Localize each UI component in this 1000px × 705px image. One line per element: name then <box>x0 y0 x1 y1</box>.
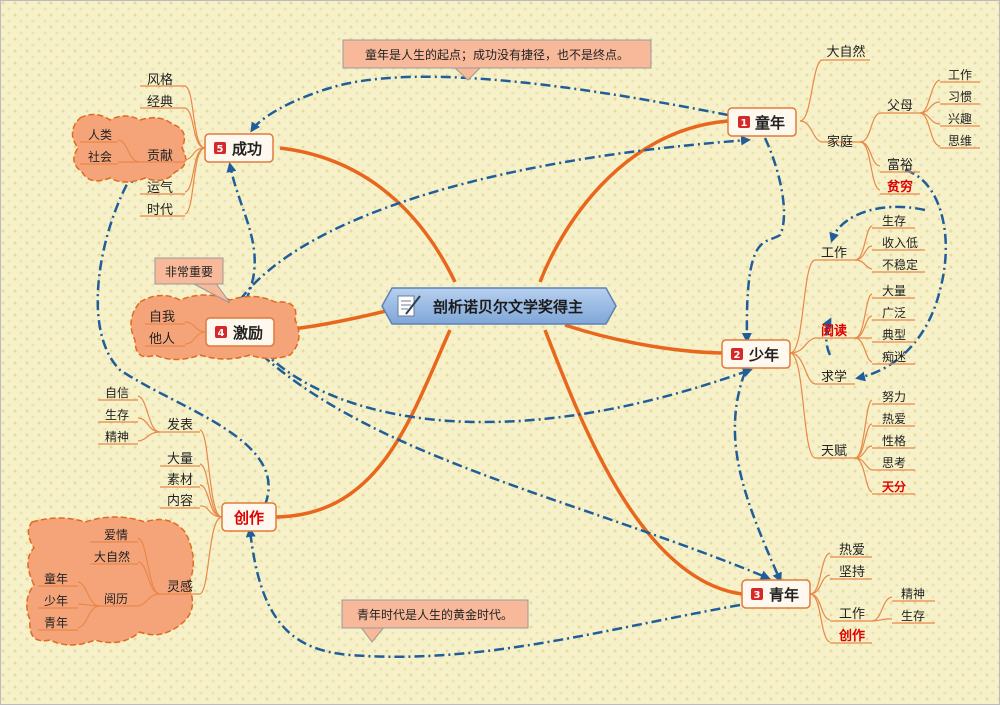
adolescence-item-persist: 坚持 <box>839 565 865 580</box>
publish-label: 发表 <box>167 417 193 433</box>
contribution-label: 贡献 <box>147 149 173 164</box>
adolescence-work-label: 工作 <box>839 607 865 622</box>
family-label: 家庭 <box>827 134 853 150</box>
youth-number: 2 <box>734 350 741 361</box>
reading-item-large: 大量 <box>882 284 906 298</box>
experience-item-youth: 少年 <box>44 594 68 608</box>
work-item-low-income: 收入低 <box>882 236 918 250</box>
talent-item-gift: 天分 <box>882 479 906 494</box>
adolescence-number: 3 <box>754 590 761 601</box>
reading-item-typical: 典型 <box>882 328 906 342</box>
parents-item-thinking: 思维 <box>948 134 972 148</box>
youth-work-label: 工作 <box>821 246 847 261</box>
adolescence-node[interactable]: 3 青年 <box>741 579 811 609</box>
reading-item-obsessed: 痴迷 <box>882 349 906 364</box>
experience-item-childhood: 童年 <box>44 571 68 586</box>
talent-item-love: 热爱 <box>882 412 906 426</box>
central-topic-label: 剖析诺贝尔文学奖得主 <box>433 298 583 316</box>
reading-item-broad: 广泛 <box>882 306 906 320</box>
childhood-label: 童年 <box>755 114 785 132</box>
success-item-era: 时代 <box>147 203 173 218</box>
youth-node[interactable]: 2 少年 <box>721 339 791 369</box>
publish-item-survival: 生存 <box>105 408 129 422</box>
childhood-number: 1 <box>741 118 748 129</box>
success-label: 成功 <box>232 140 262 158</box>
inspiration-item-nature: 大自然 <box>94 549 130 564</box>
creation-item-large: 大量 <box>167 452 193 467</box>
success-number: 5 <box>217 144 224 155</box>
adolescence-item-love: 热爱 <box>839 543 865 558</box>
motivation-branch-lines <box>145 321 207 347</box>
poor-label: 贫穷 <box>887 179 913 195</box>
edit-note-icon <box>397 295 421 317</box>
success-item-luck: 运气 <box>147 180 173 196</box>
youth-branch-lines <box>789 225 925 495</box>
adolescence-work-spirit: 精神 <box>901 587 925 601</box>
contribution-item-humanity: 人类 <box>88 128 112 142</box>
publish-item-confidence: 自信 <box>105 386 129 400</box>
youth-label: 少年 <box>748 346 779 364</box>
experience-item-adolescence: 青年 <box>44 616 68 630</box>
adolescence-creation-label: 创作 <box>838 628 865 644</box>
talent-label: 天赋 <box>821 444 847 459</box>
reading-label: 阅读 <box>821 323 847 339</box>
motivation-label: 激励 <box>233 324 263 342</box>
rich-label: 富裕 <box>887 157 913 173</box>
creation-node[interactable]: 创作 <box>221 502 277 532</box>
work-item-survival: 生存 <box>882 214 906 228</box>
creation-label: 创作 <box>233 509 264 527</box>
motivation-note: 非常重要 <box>154 257 231 304</box>
success-node[interactable]: 5 成功 <box>204 133 274 163</box>
childhood-node[interactable]: 1 童年 <box>727 107 797 137</box>
youth-callout-text: 青年时代是人生的黄金时代。 <box>357 607 513 622</box>
experience-cloud <box>26 516 194 646</box>
nature-label: 大自然 <box>826 44 865 60</box>
motivation-node[interactable]: 4 激励 <box>205 317 275 347</box>
parents-label: 父母 <box>887 99 913 114</box>
important-note-text: 非常重要 <box>165 265 213 279</box>
adolescence-branch-lines <box>809 552 935 644</box>
talent-item-effort: 努力 <box>882 389 906 404</box>
motivation-item-self: 自我 <box>149 310 175 325</box>
motivation-number: 4 <box>218 328 225 339</box>
creation-branch-lines <box>38 395 223 631</box>
motivation-item-others: 他人 <box>149 332 175 347</box>
creation-item-content: 内容 <box>167 493 193 509</box>
childhood-callout: 童年是人生的起点；成功没有捷径，也不是终点。 <box>342 39 652 81</box>
parents-item-interest: 兴趣 <box>948 111 972 126</box>
inspiration-item-love: 爱情 <box>104 528 128 542</box>
creation-item-material: 素材 <box>167 473 193 488</box>
experience-label: 阅历 <box>104 592 128 606</box>
success-item-style: 风格 <box>147 72 173 88</box>
contribution-item-society: 社会 <box>88 149 112 164</box>
childhood-branch-lines <box>799 59 980 195</box>
adolescence-label: 青年 <box>769 586 799 604</box>
work-item-unstable: 不稳定 <box>882 257 918 272</box>
success-item-classic: 经典 <box>147 95 173 110</box>
success-branch-lines <box>80 85 206 217</box>
youth-callout: 青年时代是人生的黄金时代。 <box>341 599 529 643</box>
parents-item-habit: 习惯 <box>948 89 972 104</box>
talent-item-thinking: 思考 <box>882 456 906 470</box>
publish-item-spirit: 精神 <box>105 430 129 444</box>
contribution-cloud <box>71 113 187 183</box>
childhood-callout-text: 童年是人生的起点；成功没有捷径，也不是终点。 <box>365 47 629 62</box>
study-label: 求学 <box>821 369 847 385</box>
parents-item-work: 工作 <box>948 68 972 82</box>
inspiration-label: 灵感 <box>167 579 193 595</box>
adolescence-work-survival: 生存 <box>901 609 925 623</box>
central-topic[interactable]: 剖析诺贝尔文学奖得主 <box>381 287 617 325</box>
talent-item-character: 性格 <box>882 433 906 448</box>
